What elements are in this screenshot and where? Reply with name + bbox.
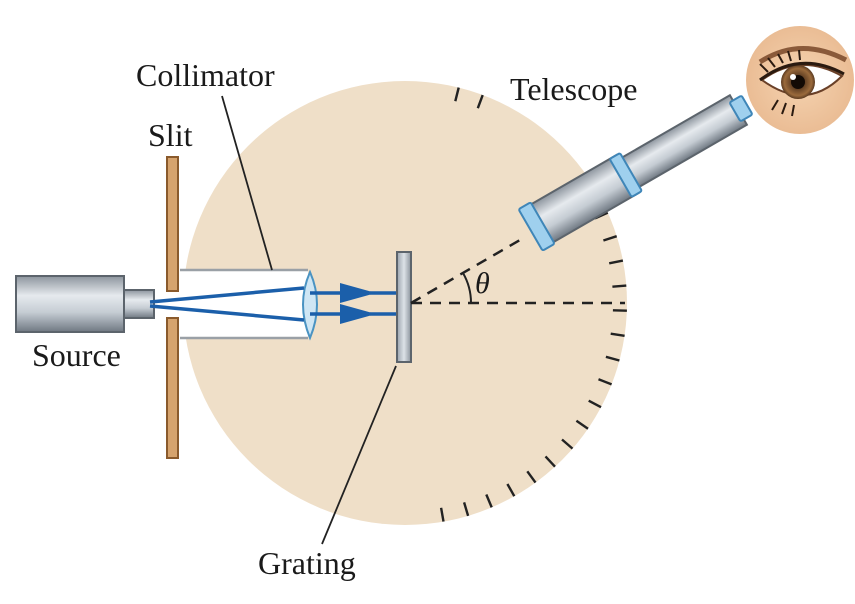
slit-plate-upper (167, 157, 178, 291)
diffraction-grating (397, 252, 411, 362)
slit-label: Slit (148, 117, 193, 153)
source-label: Source (32, 337, 121, 373)
grating-label: Grating (258, 545, 356, 581)
light-source (16, 276, 154, 332)
telescope-label: Telescope (510, 71, 637, 107)
eye-icon (746, 26, 854, 134)
collimator-label: Collimator (136, 57, 275, 93)
angle-theta-label: θ (475, 267, 490, 300)
slit-plate-lower (167, 318, 178, 458)
collimator-tube (180, 270, 308, 338)
scale-tick (612, 286, 626, 287)
